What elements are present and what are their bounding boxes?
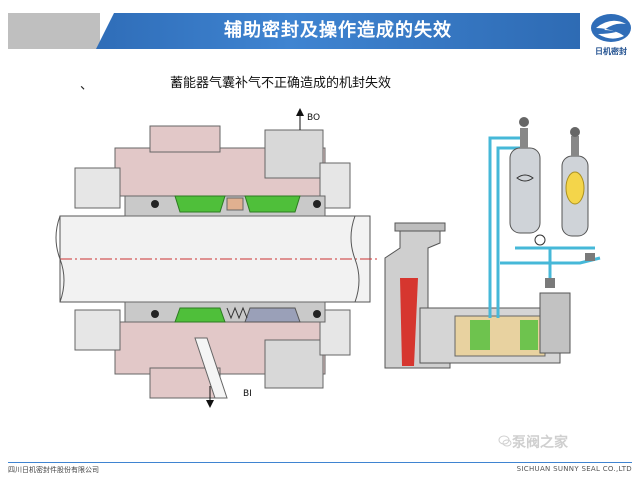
subtitle-mark: 、 xyxy=(80,78,94,93)
footer-company-cn: 四川日机密封件股份有限公司 xyxy=(8,466,99,474)
logo-text: 日机密封 xyxy=(595,47,627,56)
accumulator-system-diagram xyxy=(384,117,601,369)
company-logo-icon xyxy=(591,14,631,42)
label-bo: BO xyxy=(307,113,320,123)
slide-subtitle: 蓄能器气囊补气不正确造成的机封失效 xyxy=(170,76,392,91)
footer-company-en: SICHUAN SUNNY SEAL CO.,LTD xyxy=(516,465,632,473)
label-bi: BI xyxy=(243,389,252,399)
slide-header: 辅助密封及操作造成的失效 日机密封 xyxy=(0,0,640,62)
header-gray-band xyxy=(8,13,100,49)
footer-divider xyxy=(8,462,632,463)
header-blue-band xyxy=(96,13,580,49)
watermark-text: 泵阀之家 xyxy=(512,435,568,451)
slide-title: 辅助密封及操作造成的失效 xyxy=(224,20,452,41)
wechat-watermark-icon xyxy=(498,435,512,447)
seal-cross-section-diagram: BO BI xyxy=(55,108,380,408)
